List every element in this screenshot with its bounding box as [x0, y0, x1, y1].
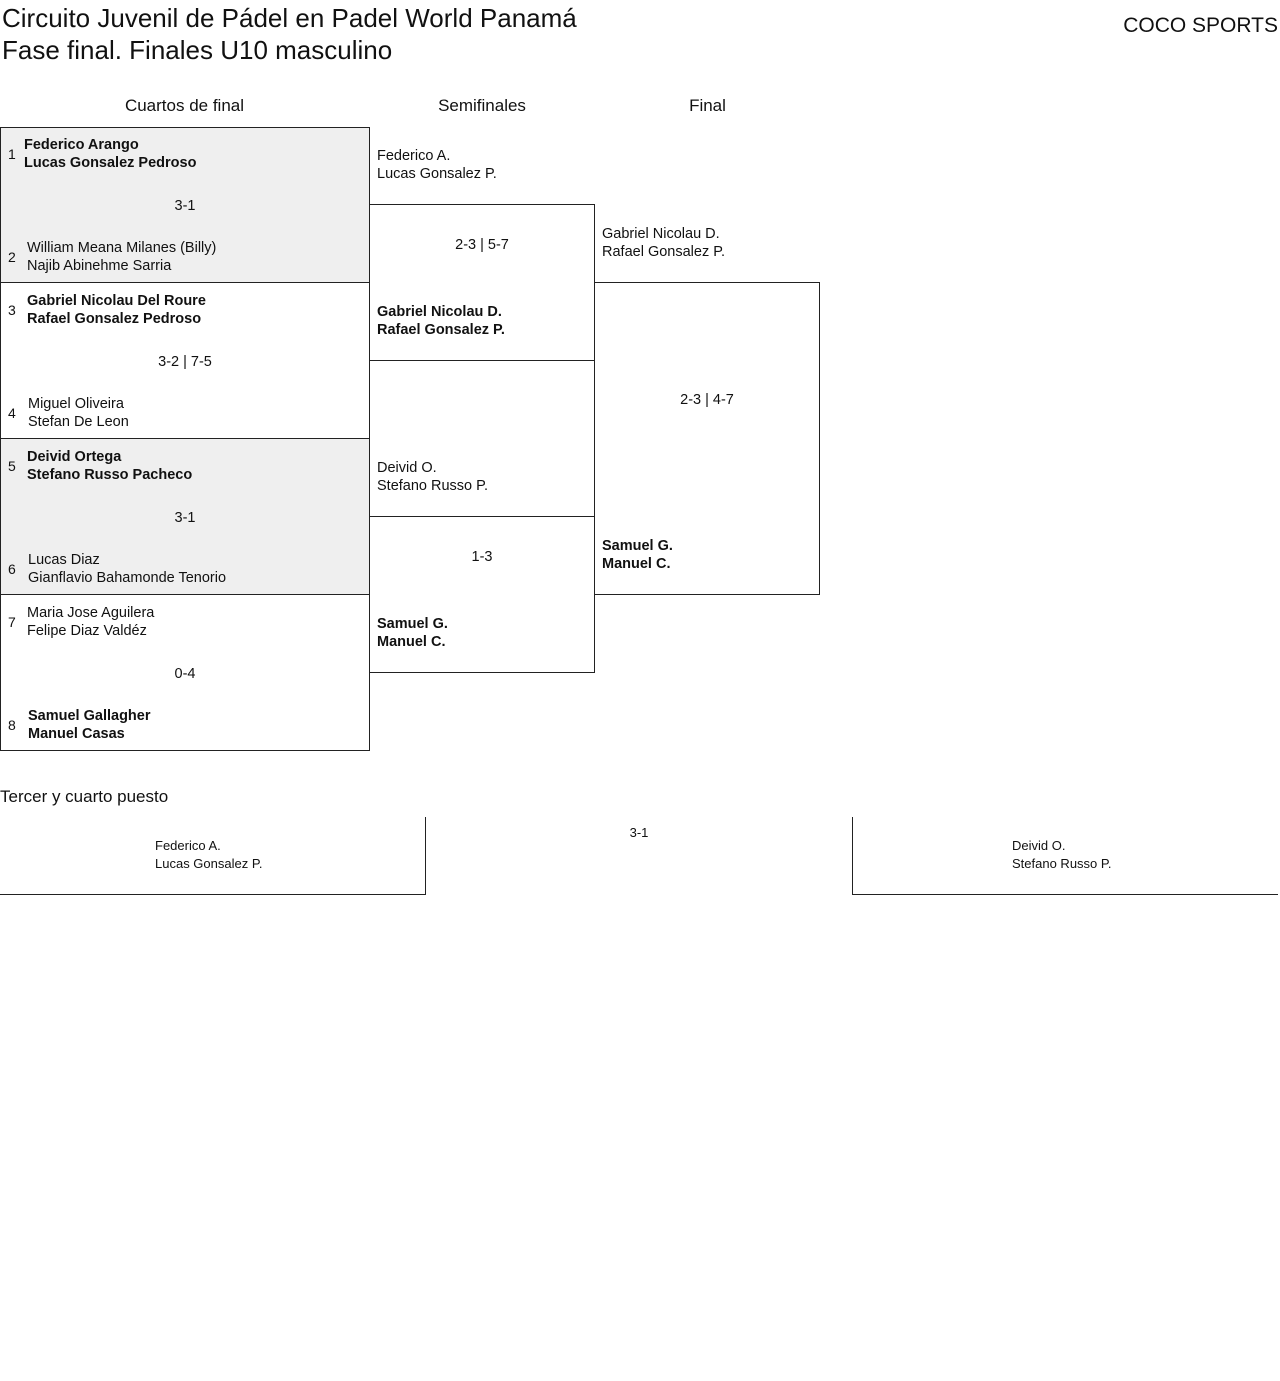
- seed-number: 3: [8, 302, 16, 318]
- seed-number: 5: [8, 458, 16, 474]
- player-name: Federico A.: [155, 838, 221, 853]
- player-name: Rafael Gonsalez P.: [377, 322, 505, 338]
- semifinal-2-team-bottom: Samuel G. Manuel C.: [377, 615, 448, 651]
- player-name: Stefano Russo P.: [377, 478, 488, 494]
- player-name: Federico Arango: [24, 137, 139, 153]
- seed-number: 6: [8, 561, 16, 577]
- brand-logo-text: COCO SPORTS: [1123, 14, 1278, 37]
- page-title: Circuito Juvenil de Pádel en Padel World…: [2, 2, 577, 66]
- player-name: Manuel Casas: [28, 726, 125, 742]
- third-place-title: Tercer y cuarto puesto: [0, 787, 169, 806]
- quarterfinal-match-2: 3 Gabriel Nicolau Del Roure Rafael Gonsa…: [0, 282, 370, 439]
- player-name: Deivid O.: [1012, 838, 1066, 853]
- seed-number: 1: [8, 146, 16, 162]
- player-name: William Meana Milanes (Billy): [27, 240, 217, 256]
- title-line-2: Fase final. Finales U10 masculino: [2, 35, 393, 65]
- quarterfinal-match-3: 5 Deivid Ortega Stefano Russo Pacheco 3-…: [0, 438, 370, 595]
- third-place-left-slot: Federico A. Lucas Gonsalez P.: [0, 817, 426, 895]
- player-name: Gabriel Nicolau D.: [377, 304, 502, 320]
- player-name: Samuel G.: [602, 538, 673, 554]
- seed-number: 8: [8, 717, 16, 733]
- team-bottom: Lucas Diaz Gianflavio Bahamonde Tenorio: [28, 551, 226, 587]
- final-match: 2-3 | 4-7 Samuel G. Manuel C.: [594, 282, 820, 595]
- match-score: 3-1: [174, 198, 196, 214]
- team-bottom: William Meana Milanes (Billy) Najib Abin…: [27, 239, 216, 275]
- player-name: Rafael Gonsalez P.: [602, 244, 726, 260]
- player-name: Lucas Gonsalez P.: [377, 166, 497, 182]
- seed-number: 7: [8, 614, 16, 630]
- third-place-team-left: Federico A. Lucas Gonsalez P.: [155, 837, 262, 873]
- player-name: Stefano Russo P.: [1012, 856, 1112, 871]
- match-score: 2-3 | 4-7: [680, 392, 734, 408]
- semifinal-match-2: 1-3 Samuel G. Manuel C.: [369, 516, 595, 673]
- match-score: 3-1: [174, 510, 196, 526]
- team-bottom: Samuel Gallagher Manuel Casas: [28, 707, 151, 743]
- team-top: Gabriel Nicolau Del Roure Rafael Gonsale…: [27, 292, 206, 328]
- player-name: Lucas Gonsalez Pedroso: [24, 155, 197, 171]
- semifinal-1-team-bottom: Gabriel Nicolau D. Rafael Gonsalez P.: [377, 303, 505, 339]
- semifinal-2-team-top: Deivid O. Stefano Russo P.: [377, 459, 488, 495]
- player-name: Stefano Russo Pacheco: [27, 467, 193, 483]
- round-title-semifinals: Semifinales: [438, 96, 526, 115]
- quarterfinal-match-1: 1 Federico Arango Lucas Gonsalez Pedroso…: [0, 127, 370, 283]
- semifinal-1-team-top: Federico A. Lucas Gonsalez P.: [377, 147, 497, 183]
- team-top: Deivid Ortega Stefano Russo Pacheco: [27, 448, 192, 484]
- player-name: Lucas Diaz: [28, 552, 100, 568]
- team-bottom: Miguel Oliveira Stefan De Leon: [28, 395, 129, 431]
- player-name: Manuel C.: [602, 556, 671, 572]
- player-name: Miguel Oliveira: [28, 396, 124, 412]
- match-score: 0-4: [174, 666, 196, 682]
- third-place-score: 3-1: [629, 825, 649, 840]
- player-name: Stefan De Leon: [28, 414, 129, 430]
- final-team-bottom: Samuel G. Manuel C.: [602, 537, 673, 573]
- player-name: Gabriel Nicolau Del Roure: [27, 293, 206, 309]
- player-name: Manuel C.: [377, 634, 446, 650]
- player-name: Federico A.: [377, 148, 451, 164]
- player-name: Gianflavio Bahamonde Tenorio: [28, 570, 227, 586]
- third-place-right-slot: Deivid O. Stefano Russo P.: [852, 817, 1278, 895]
- seed-number: 4: [8, 405, 16, 421]
- round-title-final: Final: [689, 96, 726, 115]
- player-name: Lucas Gonsalez P.: [155, 856, 263, 871]
- round-title-quarterfinals: Cuartos de final: [124, 96, 245, 115]
- player-name: Samuel G.: [377, 616, 448, 632]
- final-team-top: Gabriel Nicolau D. Rafael Gonsalez P.: [602, 225, 725, 261]
- semifinal-match-1: 2-3 | 5-7 Gabriel Nicolau D. Rafael Gons…: [369, 204, 595, 361]
- team-top: Maria Jose Aguilera Felipe Diaz Valdéz: [27, 604, 154, 640]
- third-place-team-right: Deivid O. Stefano Russo P.: [1012, 837, 1112, 873]
- match-score: 2-3 | 5-7: [455, 237, 509, 253]
- match-score: 1-3: [471, 549, 493, 565]
- player-name: Felipe Diaz Valdéz: [27, 623, 147, 639]
- team-top: Federico Arango Lucas Gonsalez Pedroso: [24, 136, 196, 172]
- player-name: Gabriel Nicolau D.: [602, 226, 720, 242]
- quarterfinal-match-4: 7 Maria Jose Aguilera Felipe Diaz Valdéz…: [0, 594, 370, 751]
- player-name: Maria Jose Aguilera: [27, 605, 155, 621]
- player-name: Samuel Gallagher: [28, 708, 151, 724]
- match-score: 3-2 | 7-5: [158, 354, 212, 370]
- player-name: Najib Abinehme Sarria: [27, 258, 172, 274]
- player-name: Rafael Gonsalez Pedroso: [27, 311, 202, 327]
- seed-number: 2: [8, 249, 16, 265]
- title-line-1: Circuito Juvenil de Pádel en Padel World…: [2, 3, 577, 33]
- player-name: Deivid Ortega: [27, 449, 122, 465]
- player-name: Deivid O.: [377, 460, 437, 476]
